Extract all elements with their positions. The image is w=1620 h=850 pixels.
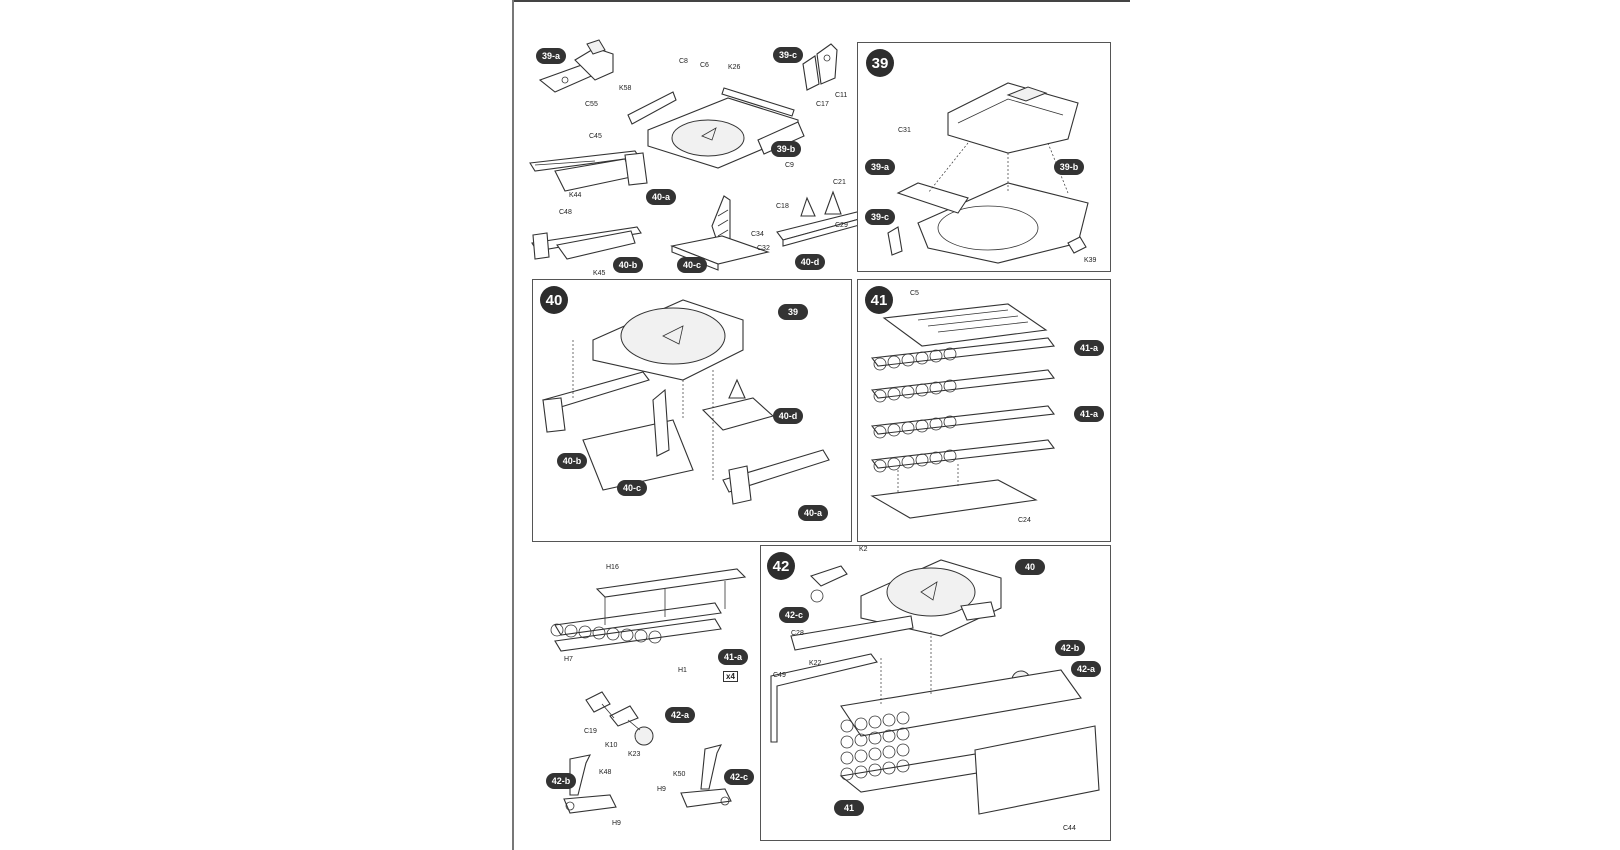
part-39c-illustration: [802, 43, 838, 91]
part-label: C29: [835, 222, 848, 229]
step-number-badge: 39: [866, 49, 894, 77]
part-label: K39: [1084, 257, 1097, 264]
sub-badge: 41-a: [718, 649, 748, 665]
sheet-top-edge: [512, 0, 1130, 2]
part-label: H16: [606, 564, 619, 571]
step-number-badge: 41: [865, 286, 893, 314]
sub-badge: 39-a: [865, 159, 895, 175]
sub-badge: 40-a: [798, 505, 828, 521]
part-label: K50: [673, 771, 686, 778]
sub-badge: 41-a: [1074, 406, 1104, 422]
part-label: H9: [657, 786, 666, 793]
part-label: C31: [898, 127, 911, 134]
sub-badge: 39: [778, 304, 808, 320]
part-label: C24: [1018, 517, 1031, 524]
part-40b-illustration: [531, 226, 642, 260]
part-40d-illustration: [776, 190, 865, 247]
part-label: C5: [910, 290, 919, 297]
quantity-marker: x4: [723, 671, 738, 682]
part-label: K22: [809, 660, 822, 667]
part-42b-illustration: [563, 754, 617, 814]
part-label: C9: [785, 162, 794, 169]
part-42c-illustration: [680, 744, 732, 808]
part-label: C28: [791, 630, 804, 637]
step-41-panel: 41 C5 C24 41-a 41-a: [857, 279, 1111, 542]
part-label: K48: [599, 769, 612, 776]
sub-badge: 41-a: [1074, 340, 1104, 356]
part-base-plate-illustration: [627, 87, 805, 169]
step-39-panel: 39 C31 K39 39-a 39-b 39-c: [857, 42, 1111, 272]
part-label: C8: [679, 58, 688, 65]
step-42-panel: 42 K2 C28 K22 C49 C44 40 42-c 42-b 42-a …: [760, 545, 1111, 841]
step-41-illustration: [870, 303, 1056, 519]
part-label: C34: [751, 231, 764, 238]
sub-badge: 39-c: [773, 47, 803, 63]
sub-badge: 39-c: [865, 209, 895, 225]
sub-badge: 40-d: [795, 254, 825, 270]
sub-badge: 42-a: [1071, 661, 1101, 677]
sheet-left-edge: [512, 0, 514, 850]
part-39a-illustration: [538, 39, 614, 93]
part-label: H7: [564, 656, 573, 663]
sub-badge: 42-a: [665, 707, 695, 723]
part-label: C45: [589, 133, 602, 140]
sub-badge: 42-c: [724, 769, 754, 785]
sub-badge: 41: [834, 800, 864, 816]
part-label: C21: [833, 179, 846, 186]
part-label: C19: [584, 728, 597, 735]
sub-badge: 42-b: [546, 773, 576, 789]
part-41a-illustration: [550, 568, 747, 652]
part-label: C48: [559, 209, 572, 216]
part-42a-illustration: [585, 691, 654, 746]
part-label: K10: [605, 742, 618, 749]
part-label: H1: [678, 667, 687, 674]
step-42-illustration: [770, 559, 1100, 815]
sub-badge: 40-a: [646, 189, 676, 205]
part-40a-illustration: [529, 150, 648, 192]
step-39-illustration: [887, 82, 1089, 264]
sub-badge: 39-b: [771, 141, 801, 157]
sub-badge: 42-c: [779, 607, 809, 623]
step-number-badge: 40: [540, 286, 568, 314]
part-label: C49: [773, 672, 786, 679]
part-label: K44: [569, 192, 582, 199]
part-label: C11: [835, 92, 848, 99]
part-label: H9: [612, 820, 621, 827]
part-label: K26: [728, 64, 741, 71]
sub-badge: 40-c: [677, 257, 707, 273]
part-label: C44: [1063, 825, 1076, 832]
part-label: C18: [776, 203, 789, 210]
part-label: K45: [593, 270, 606, 277]
sub-badge: 39-a: [536, 48, 566, 64]
part-label: C17: [816, 101, 829, 108]
part-label: C32: [757, 245, 770, 252]
sub-badge: 40-d: [773, 408, 803, 424]
part-label: K58: [619, 85, 632, 92]
sub-badge: 40-c: [617, 480, 647, 496]
step-40-illustration: [542, 299, 830, 505]
step-number-badge: 42: [767, 552, 795, 580]
step-40-panel: 40 39 40-d 40-b 40-c 40-a: [532, 279, 852, 542]
sub-badge: 39-b: [1054, 159, 1084, 175]
part-label: K2: [859, 546, 868, 553]
part-label: C55: [585, 101, 598, 108]
sub-badge: 40-b: [557, 453, 587, 469]
part-label: C6: [700, 62, 709, 69]
part-label: K23: [628, 751, 641, 758]
sub-badge: 42-b: [1055, 640, 1085, 656]
sub-badge: 40: [1015, 559, 1045, 575]
sub-badge: 40-b: [613, 257, 643, 273]
